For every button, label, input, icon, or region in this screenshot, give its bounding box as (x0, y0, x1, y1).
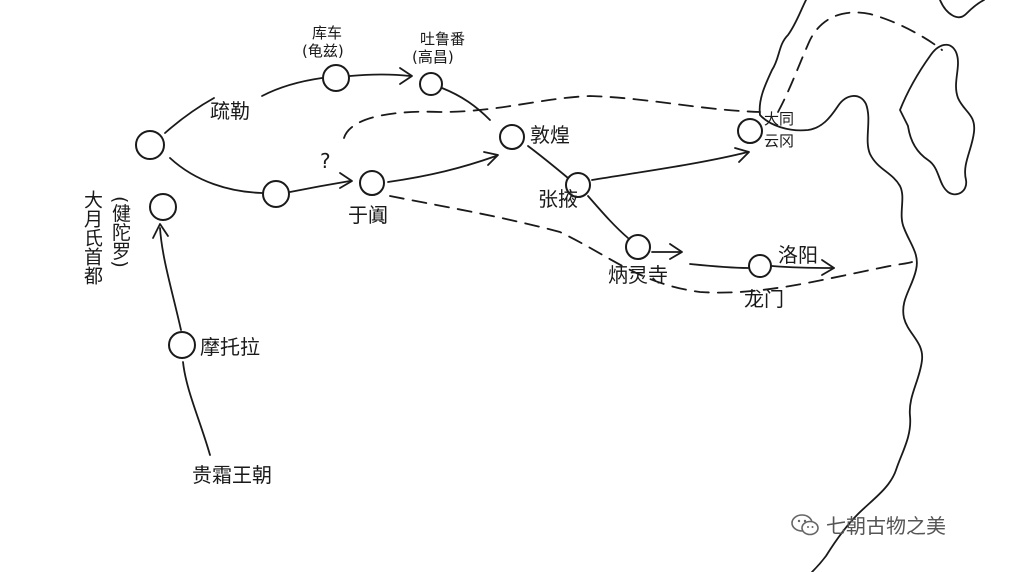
arrowhead-dayuezhi (152, 223, 169, 239)
route-guishuang-motuola (182, 361, 211, 456)
node-binglingsi (625, 234, 651, 260)
node-datong (737, 118, 763, 144)
node-yutian (262, 180, 290, 208)
arrowhead-east (821, 259, 835, 276)
label-kuche-1: 库车 (312, 24, 342, 42)
arrowhead-dunhuang (483, 151, 499, 166)
sea-coast (939, 0, 985, 19)
node-dayuezhi-upper (135, 130, 165, 160)
arrowhead-qiemo (339, 172, 353, 189)
node-tulufan (419, 72, 443, 96)
label-zhangye: 张掖 (538, 187, 578, 211)
node-luoyang (748, 254, 772, 278)
label-guishuang: 贵霜王朝 (192, 463, 272, 487)
route-qiemo-dunhuang (387, 155, 497, 183)
label-tulufan-2: (高昌) (412, 48, 454, 66)
label-datong-2: 云冈 (764, 132, 794, 150)
watermark-text: 七朝古物之美 (826, 514, 946, 538)
peninsula-outline (899, 43, 976, 196)
route-dayuezhi-shule (164, 97, 215, 134)
route-dashed-northeast (777, 11, 943, 113)
coastline (758, 0, 923, 572)
node-qiemo (359, 170, 385, 196)
node-kuche (322, 64, 350, 92)
arrowhead-tulufan (399, 67, 413, 85)
arrowhead-datong (734, 147, 750, 163)
label-dayuezhi-1: 大月氏首都 (81, 190, 103, 285)
label-datong-1: 大同 (764, 110, 794, 128)
node-zhangye (565, 172, 591, 198)
route-dashed-north (343, 95, 761, 139)
route-kuche-tulufan (349, 73, 411, 77)
route-shule-kuche (261, 77, 323, 97)
label-kuche-2: (龟兹) (302, 42, 344, 60)
node-dayuezhi (149, 193, 177, 221)
label-tulufan-1: 吐鲁番 (420, 30, 465, 48)
label-dayuezhi-2: (健陀罗) (109, 196, 131, 268)
label-dunhuang: 敦煌 (530, 123, 570, 147)
watermark: 七朝古物之美 (790, 510, 946, 539)
route-dunhuang-zhangye (527, 145, 569, 179)
route-zhangye-datong (591, 151, 749, 181)
wechat-icon (791, 513, 819, 535)
route-tulufan-dunhuang (441, 87, 491, 121)
label-motuola: 摩托拉 (200, 335, 260, 359)
label-shule: 疏勒 (210, 99, 250, 123)
arrowhead-binglingsi (669, 243, 683, 260)
label-binglingsi: 炳灵寺 (608, 263, 668, 287)
route-zhangye-binglingsi (587, 195, 629, 239)
route-luoyang-east (771, 265, 835, 269)
route-binglingsi-luoyang (689, 263, 749, 269)
route-motuola-dayuezhi (159, 227, 182, 331)
label-longmen: 龙门 (744, 287, 784, 311)
route-yutian-qiemo (289, 180, 351, 193)
route-dashed-south (389, 195, 913, 294)
node-dunhuang (499, 124, 525, 150)
label-luoyang: 洛阳 (778, 243, 818, 267)
label-yutian: 于阗 (348, 203, 388, 227)
route-dayuezhi-yutian (169, 157, 263, 194)
label-question: ? (320, 149, 331, 173)
node-motuola (168, 331, 196, 359)
